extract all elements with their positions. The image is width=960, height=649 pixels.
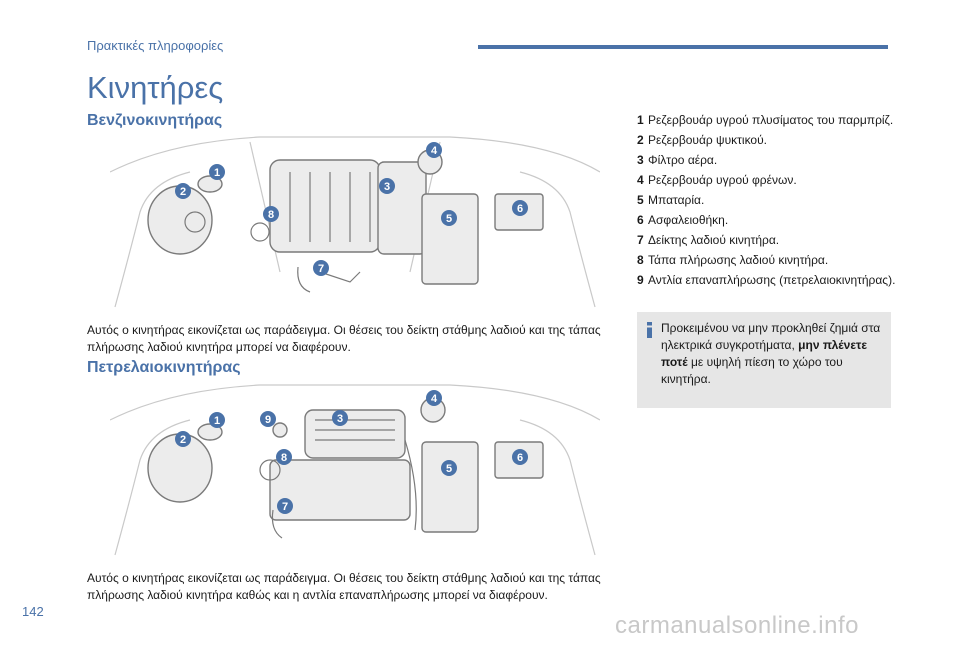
svg-text:9: 9 [265, 414, 271, 426]
marker-9: 9 [260, 411, 276, 427]
header-bar [478, 45, 888, 49]
svg-text:5: 5 [446, 463, 452, 475]
petrol-engine-illustration: 1 2 3 4 5 6 7 8 [110, 136, 600, 308]
svg-text:3: 3 [337, 413, 343, 425]
marker-1: 1 [209, 412, 225, 428]
svg-text:1: 1 [214, 415, 220, 427]
svg-text:5: 5 [446, 213, 452, 225]
svg-text:7: 7 [318, 263, 324, 275]
marker-4: 4 [426, 390, 442, 406]
page-title: Κινητήρες [87, 70, 224, 105]
marker-2: 2 [175, 183, 191, 199]
svg-text:2: 2 [180, 186, 186, 198]
svg-text:1: 1 [214, 167, 220, 179]
info-box [637, 312, 891, 408]
svg-text:7: 7 [282, 501, 288, 513]
svg-text:3: 3 [384, 181, 390, 193]
info-text: Προκειμένου να μην προκληθεί ζημιά στα η… [661, 321, 881, 386]
marker-3: 3 [332, 410, 348, 426]
page-number: 142 [22, 604, 44, 619]
marker-5: 5 [441, 210, 457, 226]
marker-3: 3 [379, 178, 395, 194]
diesel-caption: Αυτός ο κινητήρας εικονίζεται ως παράδει… [87, 571, 601, 602]
info-icon [647, 322, 652, 338]
marker-6: 6 [512, 200, 528, 216]
marker-8: 8 [276, 449, 292, 465]
watermark: carmanualsonline.info [615, 612, 859, 639]
svg-text:4: 4 [431, 145, 438, 157]
svg-text:6: 6 [517, 452, 523, 464]
marker-1: 1 [209, 164, 225, 180]
svg-text:6: 6 [517, 203, 523, 215]
marker-8: 8 [263, 206, 279, 222]
petrol-engine-title: Βενζινοκινητήρας [87, 112, 223, 129]
diesel-engine-illustration: 1 2 3 4 5 6 7 8 9 [110, 384, 600, 556]
marker-6: 6 [512, 449, 528, 465]
marker-2: 2 [175, 431, 191, 447]
svg-text:4: 4 [431, 393, 438, 405]
diesel-markers: 1 2 3 4 5 6 7 8 9 [175, 390, 528, 514]
marker-7: 7 [313, 260, 329, 276]
info-warning-bold: μην πλένετε ποτέ [661, 338, 868, 369]
marker-7: 7 [277, 498, 293, 514]
svg-text:2: 2 [180, 434, 186, 446]
diesel-engine-title: Πετρελαιοκινητήρας [87, 359, 241, 376]
section-header: Πρακτικές πληροφορίες [87, 38, 224, 53]
svg-text:8: 8 [268, 209, 274, 221]
petrol-caption: Αυτός ο κινητήρας εικονίζεται ως παράδει… [87, 323, 601, 354]
marker-4: 4 [426, 142, 442, 158]
petrol-markers: 1 2 3 4 5 6 7 8 [175, 142, 528, 276]
marker-5: 5 [441, 460, 457, 476]
svg-text:8: 8 [281, 452, 287, 464]
